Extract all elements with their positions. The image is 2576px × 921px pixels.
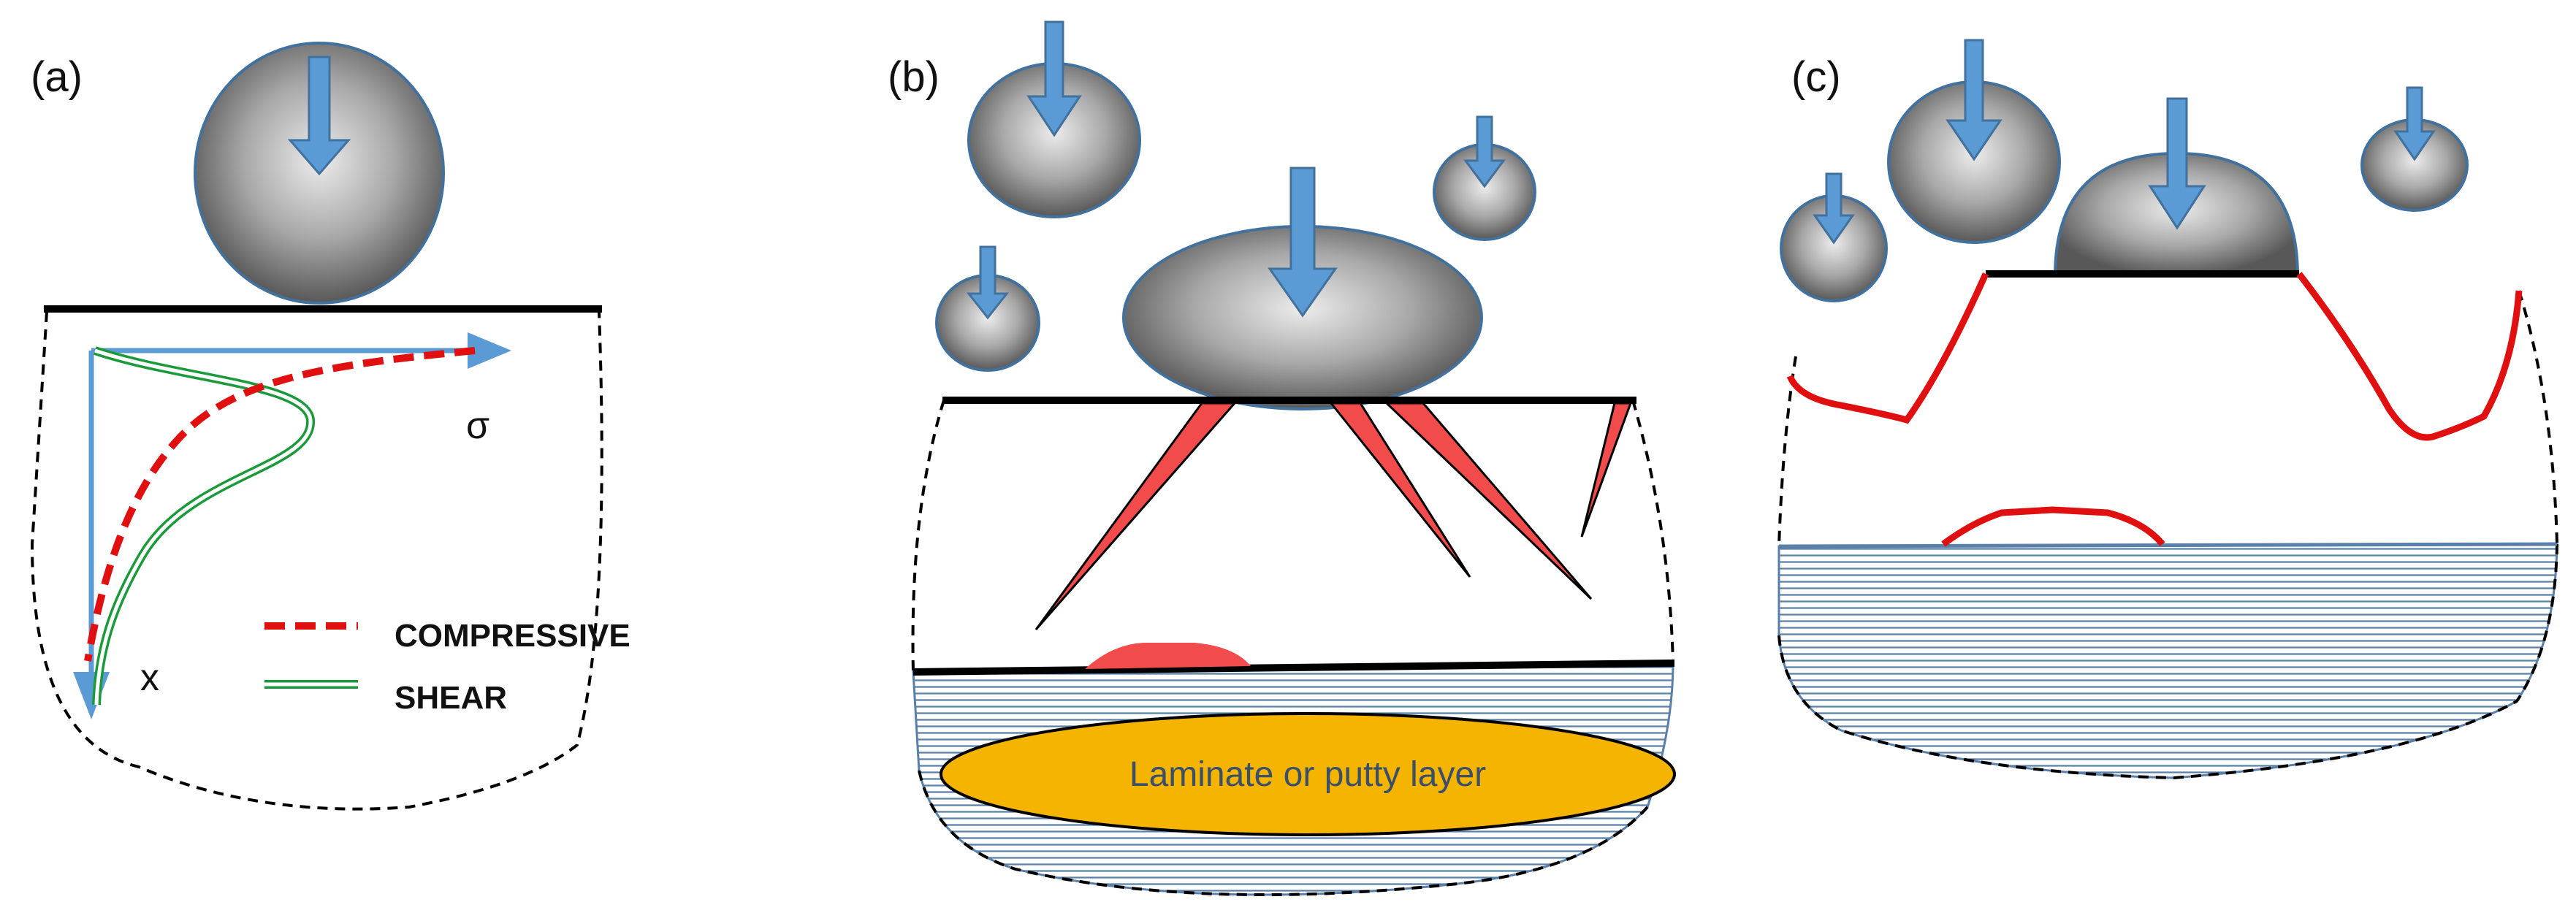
depth-axis-arrowhead-icon bbox=[73, 672, 110, 719]
stress-axis-arrowhead-icon bbox=[468, 332, 511, 369]
shear-legend-label: SHEAR bbox=[395, 680, 507, 716]
debond-region bbox=[1085, 643, 1251, 669]
impact-arrow bbox=[1946, 39, 2003, 161]
panel-b: (b) Laminate or putty layer bbox=[888, 20, 1676, 897]
legend: COMPRESSIVE SHEAR bbox=[264, 618, 630, 716]
laminate-layer bbox=[940, 712, 1676, 836]
crack bbox=[1034, 402, 1238, 630]
panel-a: (a) σ x COMPRESSIVE SHEAR bbox=[30, 42, 630, 811]
deformed-surface-right bbox=[2296, 272, 2523, 441]
crack bbox=[1328, 402, 1471, 578]
impact-arrow bbox=[1026, 20, 1082, 137]
impact-arrow bbox=[1463, 115, 1506, 188]
shear-curve bbox=[92, 346, 316, 706]
stress-axis-label: σ bbox=[466, 405, 489, 447]
debond-region bbox=[1941, 506, 2165, 547]
depth-axis-label: x bbox=[140, 657, 159, 699]
impact-arrow bbox=[966, 245, 1010, 320]
impact-arrow bbox=[1268, 167, 1338, 318]
compressive-legend-label: COMPRESSIVE bbox=[395, 618, 630, 654]
panel-b-label: (b) bbox=[888, 53, 940, 101]
panel-c: (c) bbox=[1777, 39, 2558, 780]
coating-outline bbox=[911, 400, 945, 673]
compressive-curve bbox=[84, 347, 476, 662]
deformed-surface-left bbox=[1786, 272, 1989, 424]
impact-arrow bbox=[2148, 97, 2206, 230]
panel-c-label: (c) bbox=[1791, 53, 1841, 101]
impact-arrow bbox=[2393, 86, 2436, 161]
substrate-outline bbox=[30, 311, 603, 811]
panel-a-label: (a) bbox=[31, 53, 83, 101]
crack bbox=[1384, 402, 1593, 600]
impact-arrow bbox=[287, 56, 351, 176]
interface-line bbox=[912, 660, 1675, 676]
laminate-layer-label: Laminate or putty layer bbox=[1129, 755, 1486, 794]
substrate-hatched bbox=[1777, 543, 2558, 779]
interface-line bbox=[1778, 542, 2558, 549]
impact-arrow bbox=[1813, 172, 1855, 245]
crack bbox=[1580, 402, 1633, 538]
